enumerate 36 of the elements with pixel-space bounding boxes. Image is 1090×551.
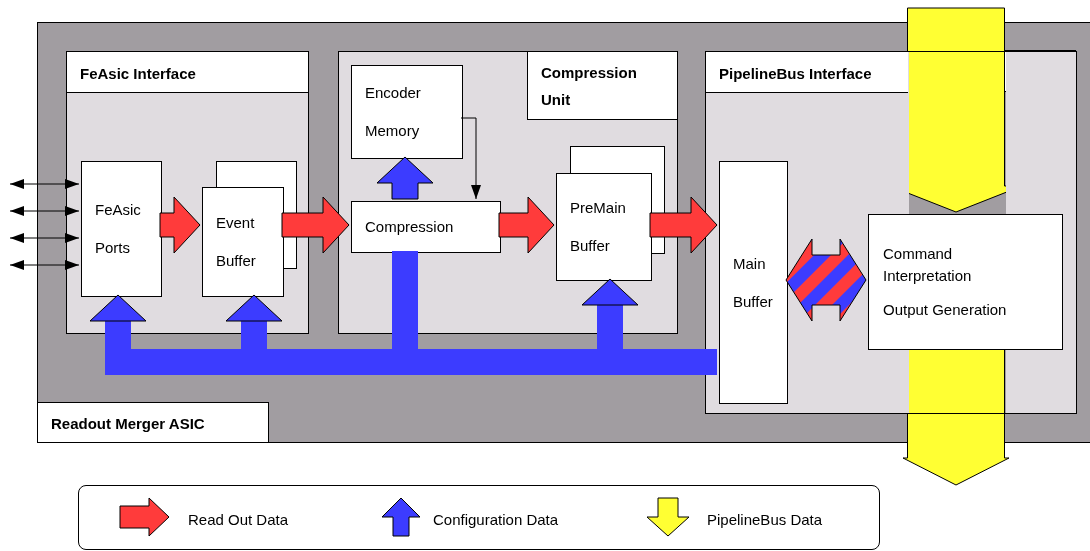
box-label: Encoder Memory — [365, 83, 422, 141]
block-title: Readout Merger ASIC — [37, 402, 269, 443]
legend-label: Read Out Data — [188, 510, 289, 530]
arrow — [9, 233, 80, 243]
box-label: Event Buffer — [216, 213, 257, 271]
block-arrow — [281, 196, 350, 254]
function-box — [81, 161, 162, 297]
function-box — [202, 187, 284, 297]
function-box — [868, 214, 1063, 350]
arrow — [9, 260, 80, 270]
box-label: FeAsic Ports — [95, 200, 142, 258]
function-box — [556, 173, 652, 281]
box-label: Output Generation — [883, 300, 1008, 320]
box-label: Main Buffer — [733, 253, 774, 312]
legend-label: PipelineBus Data — [707, 510, 823, 530]
module-panel — [338, 51, 678, 334]
block-arrow — [159, 196, 201, 254]
module-panel — [66, 51, 309, 334]
panel-title: Compression Unit — [527, 51, 678, 120]
box-label: PreMain Buffer — [570, 198, 627, 256]
function-box — [719, 161, 788, 404]
panel-title: PipelineBus Interface — [705, 51, 908, 93]
function-box — [351, 201, 501, 253]
arrow — [460, 117, 481, 200]
arrow — [9, 206, 80, 216]
block-arrow — [785, 238, 867, 322]
function-box — [351, 65, 463, 159]
block-arrow — [902, 347, 1010, 486]
panel-title: FeAsic Interface — [66, 51, 309, 93]
box-label: Compression — [365, 217, 455, 237]
block-arrow — [376, 156, 434, 200]
arrow — [9, 179, 80, 189]
legend-label: Configuration Data — [433, 510, 559, 530]
block-arrow — [498, 196, 555, 254]
block-arrow — [649, 196, 718, 254]
box-label: Command Interpretation — [883, 244, 973, 286]
